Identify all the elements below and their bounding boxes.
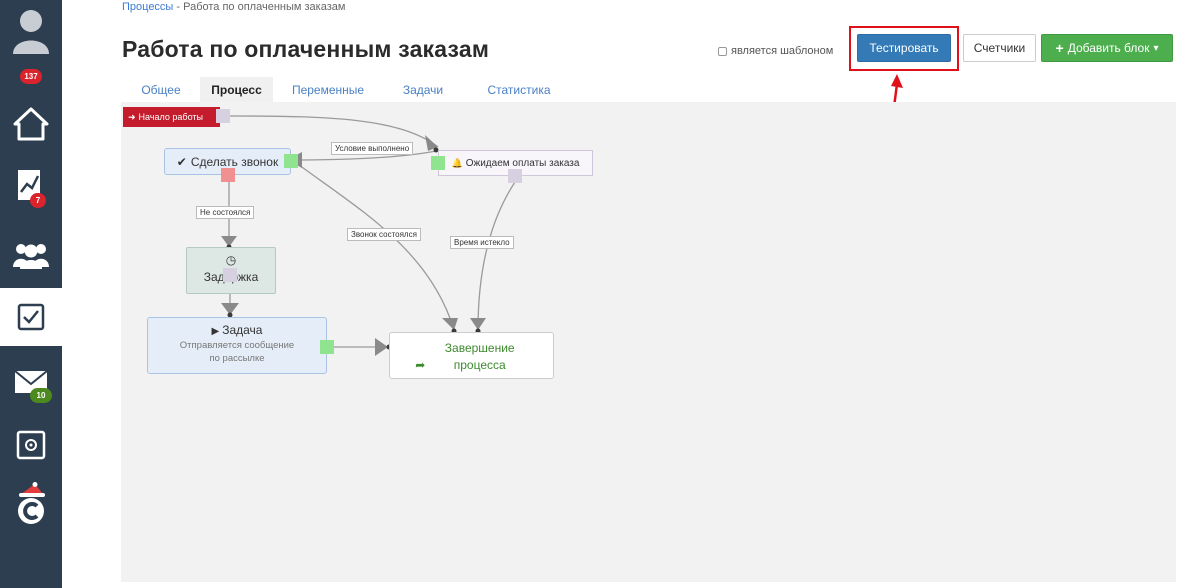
home-icon <box>13 107 49 141</box>
play-icon: ▶ <box>211 326 220 337</box>
task-output-port[interactable] <box>320 340 334 354</box>
notifications-badge[interactable]: 137 <box>20 69 42 84</box>
edge-label-time-expired: Время истекло <box>450 236 514 249</box>
edge-label-condition-met: Условие выполнено <box>331 142 414 155</box>
sign-out-icon: ➦ <box>415 358 426 372</box>
breadcrumb-separator: - <box>173 1 184 13</box>
sidebar-item-mail[interactable] <box>0 352 62 412</box>
sidebar-item-clients[interactable] <box>0 226 62 284</box>
wait-timeout-port[interactable] <box>508 169 522 183</box>
tab-statistics[interactable]: Статистика <box>487 82 551 97</box>
call-fail-port[interactable] <box>221 168 235 182</box>
logo-icon <box>18 482 45 524</box>
envelope-icon <box>14 370 48 393</box>
sidebar-item-safe[interactable] <box>0 418 62 472</box>
call-node-label: Сделать звонок <box>190 154 279 169</box>
sidebar-item-analytics[interactable] <box>0 156 62 216</box>
sidebar-item-processes[interactable] <box>0 288 62 346</box>
start-output-port[interactable] <box>216 109 230 123</box>
page-title: Работа по оплаченным заказам <box>122 36 490 62</box>
wait-input-port[interactable] <box>431 156 445 170</box>
edge-label-call-happened: Звонок состоялся <box>347 228 421 241</box>
edge-label-not-happened: Не состоялся <box>196 206 255 219</box>
tab-tasks[interactable]: Задачи <box>402 82 444 97</box>
user-avatar[interactable] <box>0 0 62 60</box>
user-icon <box>13 10 49 54</box>
template-checkbox[interactable]: является шаблоном <box>718 45 833 57</box>
breadcrumb-processes-link[interactable]: Процессы <box>122 1 174 13</box>
call-node[interactable]: ✔ Сделать звонок <box>164 148 291 175</box>
test-button[interactable]: Тестировать <box>857 34 951 62</box>
checkbox-input[interactable] <box>718 46 727 56</box>
users-icon <box>13 244 49 269</box>
call-success-port[interactable] <box>284 154 298 168</box>
template-checkbox-label: является шаблоном <box>731 45 834 57</box>
breadcrumb: Процессы - Работа по оплаченным заказам <box>122 1 345 13</box>
tab-general[interactable]: Общее <box>141 82 181 97</box>
bell-icon: 🔔 <box>451 157 463 168</box>
counters-button[interactable]: Счетчики <box>963 34 1036 62</box>
tabs: Общее Процесс Переменные Задачи Статисти… <box>122 77 575 102</box>
safe-icon <box>16 430 46 460</box>
tab-variables[interactable]: Переменные <box>291 82 365 97</box>
plus-icon: + <box>1055 40 1064 56</box>
add-block-button[interactable]: + Добавить блок ▾ <box>1041 34 1173 62</box>
clock-icon: ◷ <box>225 253 237 267</box>
task-node-label: Задача <box>222 323 263 337</box>
tab-process[interactable]: Процесс <box>200 77 273 102</box>
sidebar-item-brand[interactable] <box>0 476 62 534</box>
end-node-label: Завершение процесса <box>444 341 515 372</box>
sidebar-item-home[interactable] <box>0 96 62 152</box>
add-block-label: Добавить блок <box>1067 41 1150 55</box>
delay-output-port[interactable] <box>223 268 237 282</box>
start-node-label: Начало работы <box>138 112 203 122</box>
start-node[interactable]: ➜ Начало работы <box>123 107 220 127</box>
highlight-frame <box>849 26 959 71</box>
mail-badge: 10 <box>30 388 52 403</box>
end-node[interactable]: ➦ Завершение процесса <box>389 332 554 379</box>
check-icon: ✔ <box>176 154 187 169</box>
caret-down-icon: ▾ <box>1153 42 1159 54</box>
analytics-badge: 7 <box>30 193 46 208</box>
sign-in-icon: ➜ <box>128 111 136 122</box>
wait-node-label: Ожидаем оплаты заказа <box>465 157 580 169</box>
task-node-description: Отправляется сообщение по рассылке <box>179 340 295 364</box>
chart-icon <box>18 170 40 200</box>
checkbox-icon <box>17 303 45 331</box>
task-node[interactable]: ▶Задача Отправляется сообщение по рассыл… <box>147 317 327 374</box>
sidebar: 137 7 10 <box>0 0 62 588</box>
breadcrumb-current: Работа по оплаченным заказам <box>183 1 346 13</box>
